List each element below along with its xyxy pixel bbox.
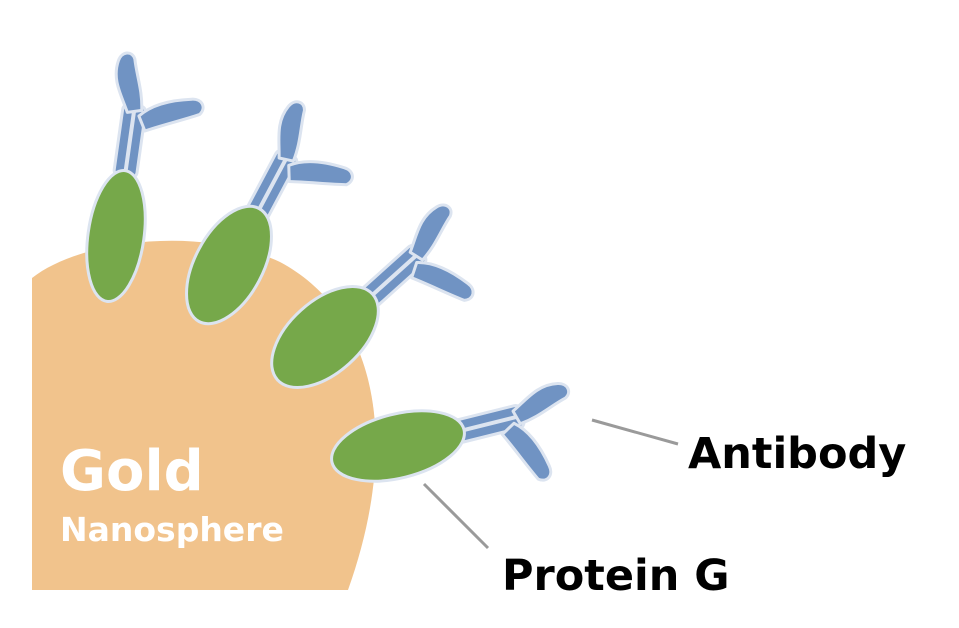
nanosphere-subtitle: Nanosphere [60, 510, 284, 549]
conjugate-3 [270, 198, 506, 389]
protein-g-4 [330, 409, 466, 483]
protein-g-label: Protein G [502, 551, 730, 601]
antibody-4 [445, 379, 590, 501]
conjugate-4 [330, 379, 590, 501]
protein-g-2 [185, 204, 273, 326]
protein-g-3 [270, 285, 380, 389]
antibody-1 [100, 50, 211, 188]
nanosphere-title: Gold [60, 439, 204, 504]
antibody-leader-line [591, 418, 679, 446]
conjugate-2 [185, 96, 374, 326]
conjugate-1 [85, 50, 211, 303]
antibody-label: Antibody [688, 429, 906, 479]
protein-g-1 [85, 169, 147, 303]
protein-g-leader-line [422, 482, 490, 550]
